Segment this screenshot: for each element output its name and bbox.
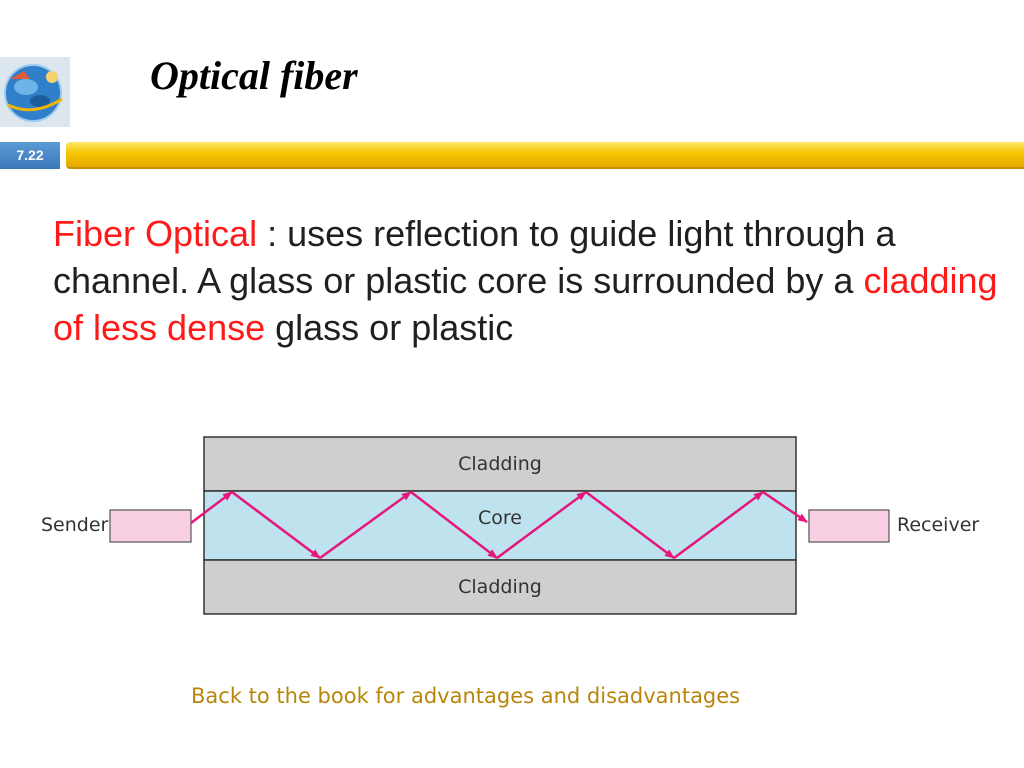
label-core: Core: [478, 507, 522, 529]
label-cladding-top: Cladding: [458, 453, 542, 475]
body-text-part1: : uses reflection to guide light through…: [53, 213, 896, 301]
slide-number: 7.22: [0, 142, 60, 169]
logo-globe-icon: [0, 57, 70, 127]
fiber-diagram: Cladding Core Cladding Sender Receiver: [30, 425, 990, 630]
receiver-box: [808, 509, 890, 543]
cladding-top: [203, 436, 797, 492]
page-title: Optical fiber: [150, 53, 358, 98]
light-ray: [190, 490, 808, 560]
core: [203, 490, 797, 561]
label-receiver: Receiver: [897, 514, 979, 536]
back-to-book-link[interactable]: Back to the book for advantages and disa…: [191, 684, 741, 708]
title-bar: [66, 142, 1024, 169]
cladding-bottom: [203, 559, 797, 615]
sender-box: [109, 509, 192, 543]
term-fiber-optical: Fiber Optical: [53, 213, 258, 254]
body-text-part2: glass or plastic: [265, 307, 514, 348]
label-cladding-bottom: Cladding: [458, 576, 542, 598]
highlight-cladding: cladding of less dense: [53, 260, 998, 348]
label-sender: Sender: [41, 514, 109, 536]
body-paragraph: Fiber Optical : uses reflection to guide…: [53, 210, 1003, 351]
